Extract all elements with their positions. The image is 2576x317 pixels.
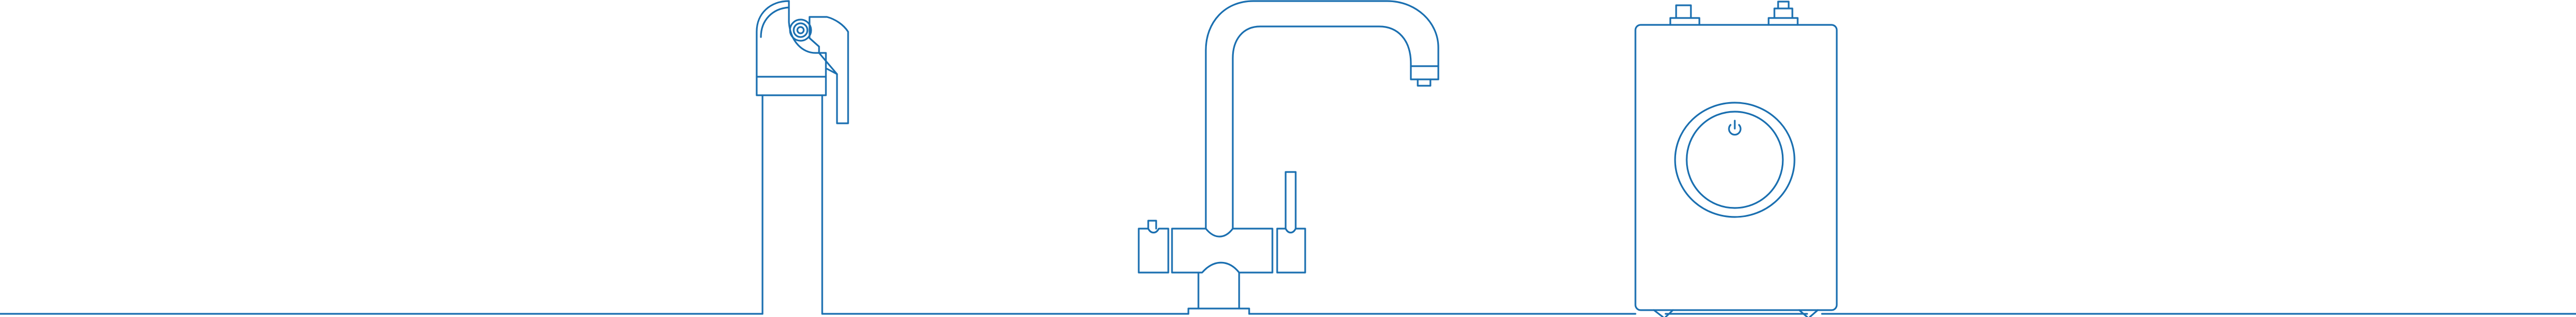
spout-aerator	[1417, 78, 1431, 87]
dial-outer	[1674, 102, 1796, 218]
tap-supply-pipe	[761, 94, 823, 315]
tap-body	[756, 0, 827, 96]
rotary-knob-center	[796, 26, 805, 34]
right-handle	[1276, 171, 1306, 274]
water-heater-tank	[1634, 1, 1838, 317]
tap-foot	[1187, 307, 1250, 315]
tap-base	[1171, 228, 1273, 274]
tank-body	[1634, 24, 1838, 311]
three-way-kitchen-tap	[1138, 0, 1439, 315]
dial-inner	[1686, 111, 1784, 209]
rotary-knob-icon	[789, 19, 812, 42]
power-icon	[1728, 120, 1742, 136]
tap-stem	[1197, 271, 1240, 310]
left-fitting	[1669, 4, 1700, 26]
tap-spout	[1205, 0, 1439, 230]
tap-head-inner	[760, 6, 790, 38]
rotary-knob-ring	[793, 22, 808, 38]
boiling-water-tap	[756, 0, 849, 315]
left-handle	[1138, 220, 1169, 274]
right-fitting	[1768, 1, 1799, 26]
tap-lever-handle	[808, 16, 849, 124]
tap-lever-detail	[826, 68, 838, 75]
tank-feet	[1653, 309, 1819, 317]
